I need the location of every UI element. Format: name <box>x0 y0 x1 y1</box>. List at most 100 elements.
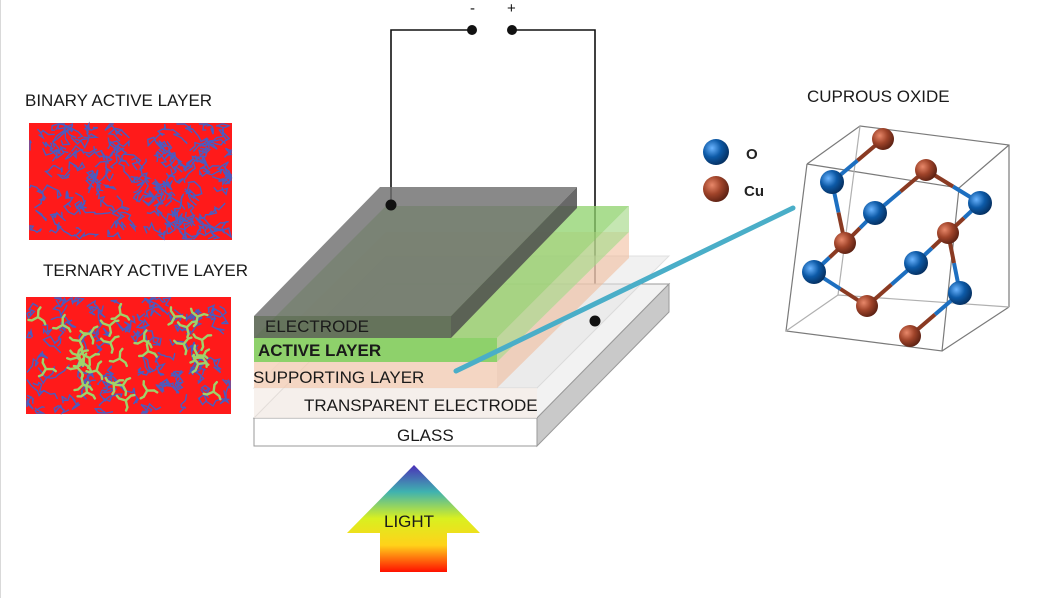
polymer-chain <box>87 178 104 194</box>
polymer-chain <box>137 367 151 376</box>
cuprous-oxide-crystal <box>785 125 1010 352</box>
polymer-chain <box>168 217 193 231</box>
polymer-chain <box>34 194 47 209</box>
acceptor-molecule <box>73 373 94 392</box>
polymer-chain <box>189 308 203 324</box>
polymer-chain <box>34 405 46 414</box>
polymer-chain <box>57 224 82 237</box>
polymer-chain <box>155 382 167 394</box>
polymer-chain <box>185 224 205 238</box>
polymer-chain <box>130 329 141 344</box>
polymer-chain <box>183 183 200 202</box>
glass-label: GLASS <box>397 426 454 445</box>
polymer-chain <box>126 387 140 405</box>
polymer-chain <box>183 150 208 184</box>
ternary-active-layer-panel <box>26 296 231 415</box>
acceptor-molecule <box>173 336 193 356</box>
polymer-chain <box>176 123 193 134</box>
polymer-chain <box>26 352 44 373</box>
acceptor-molecule <box>85 360 104 381</box>
polymer-chain <box>93 407 114 414</box>
polymer-chain <box>100 377 113 388</box>
polymer-chain <box>98 393 123 407</box>
acceptor-molecule <box>108 347 128 368</box>
polymer-chain <box>187 188 200 206</box>
polymer-chain <box>56 325 65 347</box>
acceptor-molecule <box>167 306 186 326</box>
polymer-chain <box>215 123 231 141</box>
polymer-chain <box>107 127 123 142</box>
polymer-chain <box>211 315 225 335</box>
polymer-chain <box>213 186 229 196</box>
polymer-chain <box>156 123 170 137</box>
polymer-chain <box>59 304 77 328</box>
polymer-chain <box>176 158 194 173</box>
polymer-chain <box>32 381 46 393</box>
polymer-chain <box>41 184 62 200</box>
positive-terminal <box>507 25 517 35</box>
polymer-chain <box>132 189 150 203</box>
polymer-chain <box>74 192 87 209</box>
transparent-electrode-contact <box>589 315 601 327</box>
polymer-chain <box>71 297 85 307</box>
polymer-chain <box>50 299 63 321</box>
polymer-chain <box>93 145 108 161</box>
ternary-panel-title: TERNARY ACTIVE LAYER <box>43 261 249 280</box>
polymer-chain <box>26 327 34 339</box>
acceptor-molecule <box>68 332 89 352</box>
copper-atom <box>856 295 878 317</box>
cuprous-oxide-title: CUPROUS OXIDE <box>807 87 950 106</box>
acceptor-molecule <box>202 381 222 401</box>
unit-cell-box <box>785 125 1010 352</box>
acceptor-molecule <box>110 302 131 321</box>
polymer-chain <box>207 222 224 233</box>
polymer-chain <box>60 296 74 307</box>
acceptor-molecule <box>192 333 213 352</box>
polymer-chain <box>216 161 232 179</box>
polymer-chain <box>130 156 147 170</box>
polymer-chain <box>191 230 216 240</box>
polymer-chain <box>151 193 163 215</box>
polymer-chain <box>163 181 173 200</box>
polymer-chain <box>207 220 229 240</box>
polymer-chain <box>153 191 167 206</box>
negative-terminal-label: - <box>470 0 475 17</box>
polymer-chain <box>157 230 168 241</box>
polymer-chain <box>140 410 150 414</box>
polymer-chain <box>198 123 209 131</box>
polymer-chain <box>207 304 216 317</box>
light-arrow <box>347 465 480 572</box>
polymer-chain <box>147 365 165 376</box>
polymer-chain <box>175 225 192 240</box>
acceptor-molecule <box>69 349 89 367</box>
polymer-chain <box>199 168 223 178</box>
pointer-line <box>453 205 796 374</box>
light-label: LIGHT <box>384 512 435 531</box>
polymer-chain <box>42 335 62 354</box>
polymer-chain <box>223 147 233 158</box>
binary-panel-title: BINARY ACTIVE LAYER <box>25 91 213 110</box>
acceptor-molecule <box>52 313 72 333</box>
polymer-chain <box>110 299 123 309</box>
polymer-chain <box>194 216 210 235</box>
polymer-chain <box>53 404 70 415</box>
polymer-chain <box>114 219 127 231</box>
polymer-chain <box>143 221 161 234</box>
polymer-chain <box>63 201 85 216</box>
polymer-chain <box>142 190 156 207</box>
polymer-chain <box>164 382 180 394</box>
electrode-contact <box>385 199 397 211</box>
polymer-chain <box>174 374 185 391</box>
polymer-chain <box>74 200 83 215</box>
polymer-chain <box>170 128 188 145</box>
polymer-chain <box>189 355 209 371</box>
polymer-chain <box>179 393 188 413</box>
polymer-chain <box>201 129 224 147</box>
polymer-chain <box>115 315 136 333</box>
polymer-chain <box>198 146 212 157</box>
polymer-chain <box>100 198 119 218</box>
polymer-chain <box>50 211 67 222</box>
polymer-chain <box>122 153 142 171</box>
oxygen-atom <box>820 170 844 194</box>
polymer-chain <box>79 205 111 215</box>
